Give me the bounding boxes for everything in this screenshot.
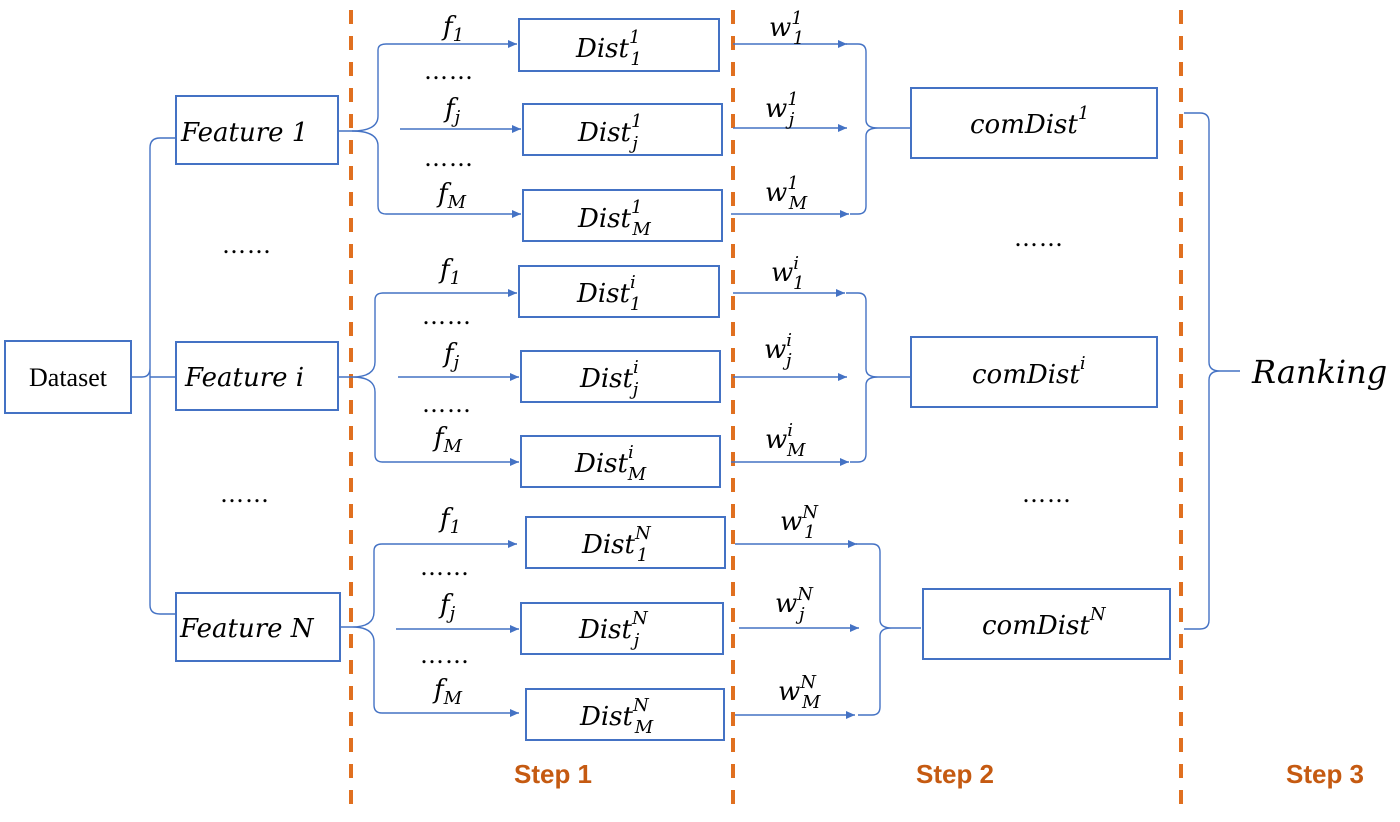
comdist-brace [846,43,910,215]
step-label-1: Step 1 [514,759,592,789]
svg-text:comDisti: comDisti [972,353,1086,390]
dataset-box: Dataset [4,340,132,414]
function-label-1: f1 [438,504,461,538]
feature-box-1: Feature 1 [175,95,339,165]
svg-text:comDistN: comDistN [982,604,1107,641]
function-ellipsis: …… [422,390,472,418]
feature-brace [338,292,398,463]
feature-index: 1 [292,118,309,148]
function-label-j: fj [438,590,456,624]
feature-brace [340,543,396,714]
step-label-3: Step 3 [1286,759,1364,789]
comdist-box-1: comDist1 [910,87,1158,159]
brace-join [351,130,379,147]
feature-name: Feature [184,363,288,393]
comdist-brace [856,543,921,716]
feature-box-i: Feature i [175,341,339,411]
svg-text:Feature 1: Feature 1 [180,118,308,148]
comdist-box-n: comDistN [922,588,1171,660]
function-label-1: f1 [438,255,461,289]
svg-text:Feature N: Feature N [179,614,315,644]
svg-text:comDist1: comDist1 [970,103,1089,140]
function-ellipsis: …… [424,144,474,172]
function-label-m: fM [436,179,467,213]
function-ellipsis: …… [420,553,470,581]
feature-index: i [296,363,304,393]
function-label-j: fj [442,339,460,373]
function-label-j: fj [443,94,461,128]
feature-brace [338,43,398,215]
comdist-brace [846,292,910,463]
step-label-2: Step 2 [916,759,994,789]
feature-ellipsis: …… [222,231,272,259]
comdist-ellipsis: …… [1014,224,1064,252]
function-ellipsis: …… [424,57,474,85]
dataset-brace [131,137,176,615]
svg-text:Feature i: Feature i [184,363,304,393]
function-label-m: fM [432,423,463,457]
function-label-1: f1 [441,12,464,46]
ranking-brace [1184,112,1240,630]
feature-index: N [290,614,315,644]
feature-ellipsis: …… [220,480,270,508]
dataset-label: Dataset [29,363,108,392]
ranking-label: Ranking [1251,353,1387,391]
comdist-ellipsis: …… [1022,480,1072,508]
function-ellipsis: …… [420,641,470,669]
feature-name: Feature [179,614,283,644]
function-label-m: fM [432,675,463,709]
comdist-box-i: comDisti [910,336,1158,408]
feature-box-n: Feature N [175,592,341,662]
function-ellipsis: …… [422,302,472,330]
feature-name: Feature [180,118,284,148]
